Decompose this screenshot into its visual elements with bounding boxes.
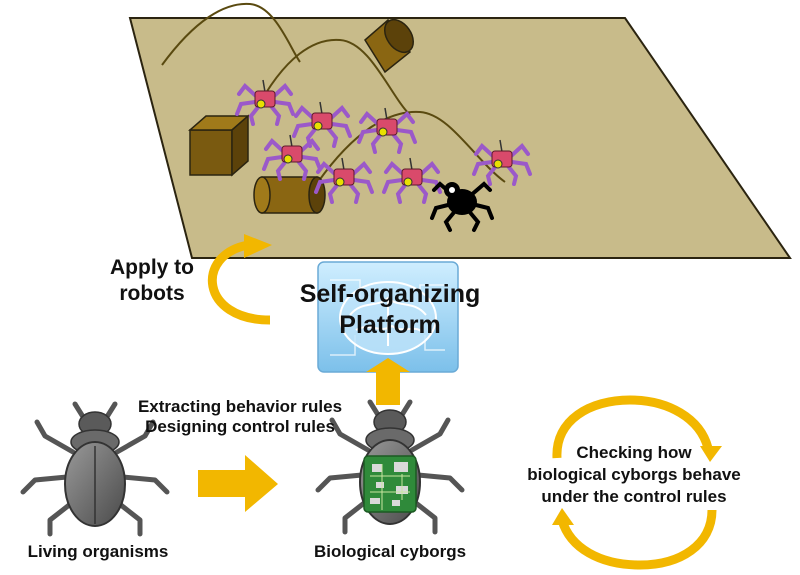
robot-6 xyxy=(382,157,442,204)
pipe-obstacle-top xyxy=(364,18,415,74)
robot-1 xyxy=(235,79,295,126)
robot-5 xyxy=(314,157,374,204)
cycle-arrows xyxy=(552,395,722,570)
robot-swarm xyxy=(235,79,532,204)
apply-label-line1: Apply to xyxy=(110,256,194,279)
robot-eye-icon xyxy=(335,177,345,187)
checking-label-line1: Checking how xyxy=(576,443,692,462)
extract-label-line2: Designing control rules xyxy=(145,417,335,436)
robot-eye-icon xyxy=(493,159,503,169)
black-beetle-robot xyxy=(430,181,494,232)
pipe-obstacle-bottom xyxy=(253,176,326,214)
biological-cyborgs-label: Biological cyborgs xyxy=(314,542,466,561)
robot-7 xyxy=(472,139,532,186)
robot-eye-icon xyxy=(256,99,266,109)
cyborg-beetle xyxy=(315,399,465,535)
cube-obstacle xyxy=(188,114,250,177)
robot-4 xyxy=(262,134,322,181)
platform-label-line1: Self-organizing xyxy=(300,280,481,308)
self-organizing-platform xyxy=(317,261,459,373)
living-organisms-label: Living organisms xyxy=(28,542,169,561)
apply-curved-arrow xyxy=(207,234,272,325)
checking-label-line2: biological cyborgs behave xyxy=(527,465,741,484)
robot-eye-icon xyxy=(378,127,388,137)
right-arrow xyxy=(198,455,278,512)
platform-label-line2: Platform xyxy=(339,311,440,339)
robot-eye-icon xyxy=(313,121,323,131)
robot-eye-icon xyxy=(403,177,413,187)
up-arrow xyxy=(366,358,410,405)
checking-label-line3: under the control rules xyxy=(541,487,726,506)
robot-eye-icon xyxy=(283,154,293,164)
robot-3 xyxy=(357,107,417,154)
living-beetle xyxy=(20,401,170,537)
apply-label-line2: robots xyxy=(119,282,184,305)
extract-label-line1: Extracting behavior rules xyxy=(138,397,342,416)
